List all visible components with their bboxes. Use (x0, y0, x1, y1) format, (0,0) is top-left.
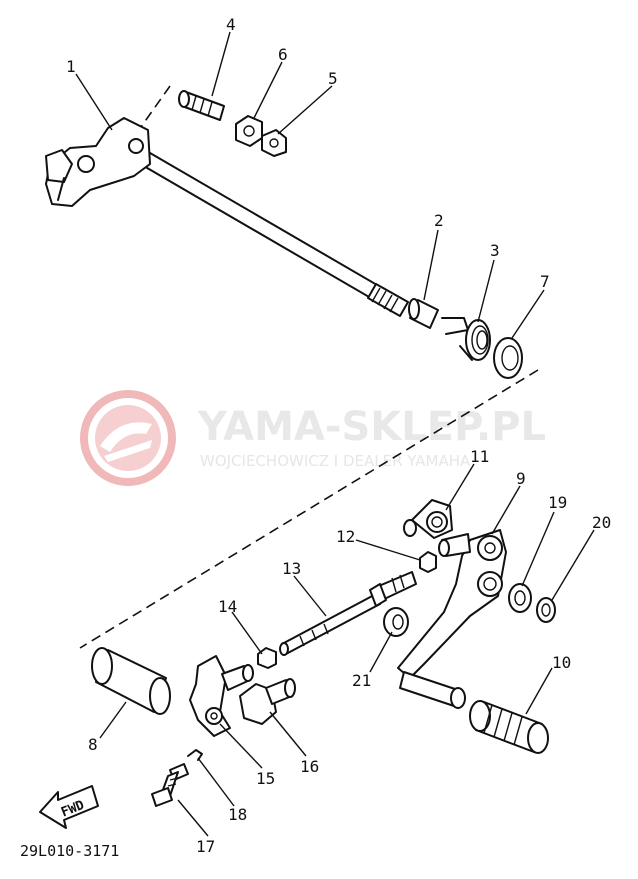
callout-19: 19 (548, 493, 567, 512)
bolt-4 (178, 90, 225, 121)
circlip-20 (536, 597, 556, 623)
callout-20: 20 (592, 513, 611, 532)
callout-12: 12 (336, 527, 355, 546)
callout-5: 5 (328, 69, 338, 88)
callout-17: 17 (196, 837, 215, 856)
callout-leaders (75, 31, 595, 837)
watermark-title: YAMA-SKLEP.PL (197, 404, 546, 450)
callout-11: 11 (470, 447, 489, 466)
oil-seal-7 (493, 337, 523, 379)
callout-4: 4 (226, 15, 236, 34)
shift-shaft (45, 117, 409, 317)
bolt-17 (151, 763, 189, 807)
joint-11 (403, 499, 453, 539)
callout-10: 10 (552, 653, 571, 672)
callout-3: 3 (490, 241, 500, 260)
lock-washer-5 (261, 129, 287, 157)
shift-lever-9 (397, 529, 507, 709)
nut-12 (419, 551, 437, 573)
callout-21: 21 (352, 671, 371, 690)
collar-2 (408, 298, 439, 329)
joint-15 (189, 655, 254, 737)
shift-rod-13 (279, 571, 417, 656)
diagram-code: 29L010-3171 (20, 842, 119, 860)
callout-2: 2 (434, 211, 444, 230)
callout-6: 6 (278, 45, 288, 64)
callout-15: 15 (256, 769, 275, 788)
callout-8: 8 (88, 735, 98, 754)
pedal-rubber-10 (469, 700, 549, 754)
ball-joint-16 (239, 678, 296, 725)
callout-13: 13 (282, 559, 301, 578)
fwd-arrow-icon (39, 785, 99, 829)
callout-18: 18 (228, 805, 247, 824)
assembly-line-cross (79, 369, 539, 649)
watermark-subtitle: WOJCIECHOWICZ I DEALER YAMAHA (200, 452, 471, 470)
nut-6 (235, 115, 263, 147)
washer-21 (383, 607, 409, 637)
washer-19 (508, 583, 532, 613)
callout-14: 14 (218, 597, 237, 616)
callout-16: 16 (300, 757, 319, 776)
cover-8 (91, 647, 171, 715)
clip-18 (187, 749, 203, 761)
callout-7: 7 (540, 272, 550, 291)
spring-3 (441, 317, 491, 361)
callout-9: 9 (516, 469, 526, 488)
callout-1: 1 (66, 57, 76, 76)
watermark-logo (80, 390, 176, 486)
nut-14 (257, 647, 277, 669)
